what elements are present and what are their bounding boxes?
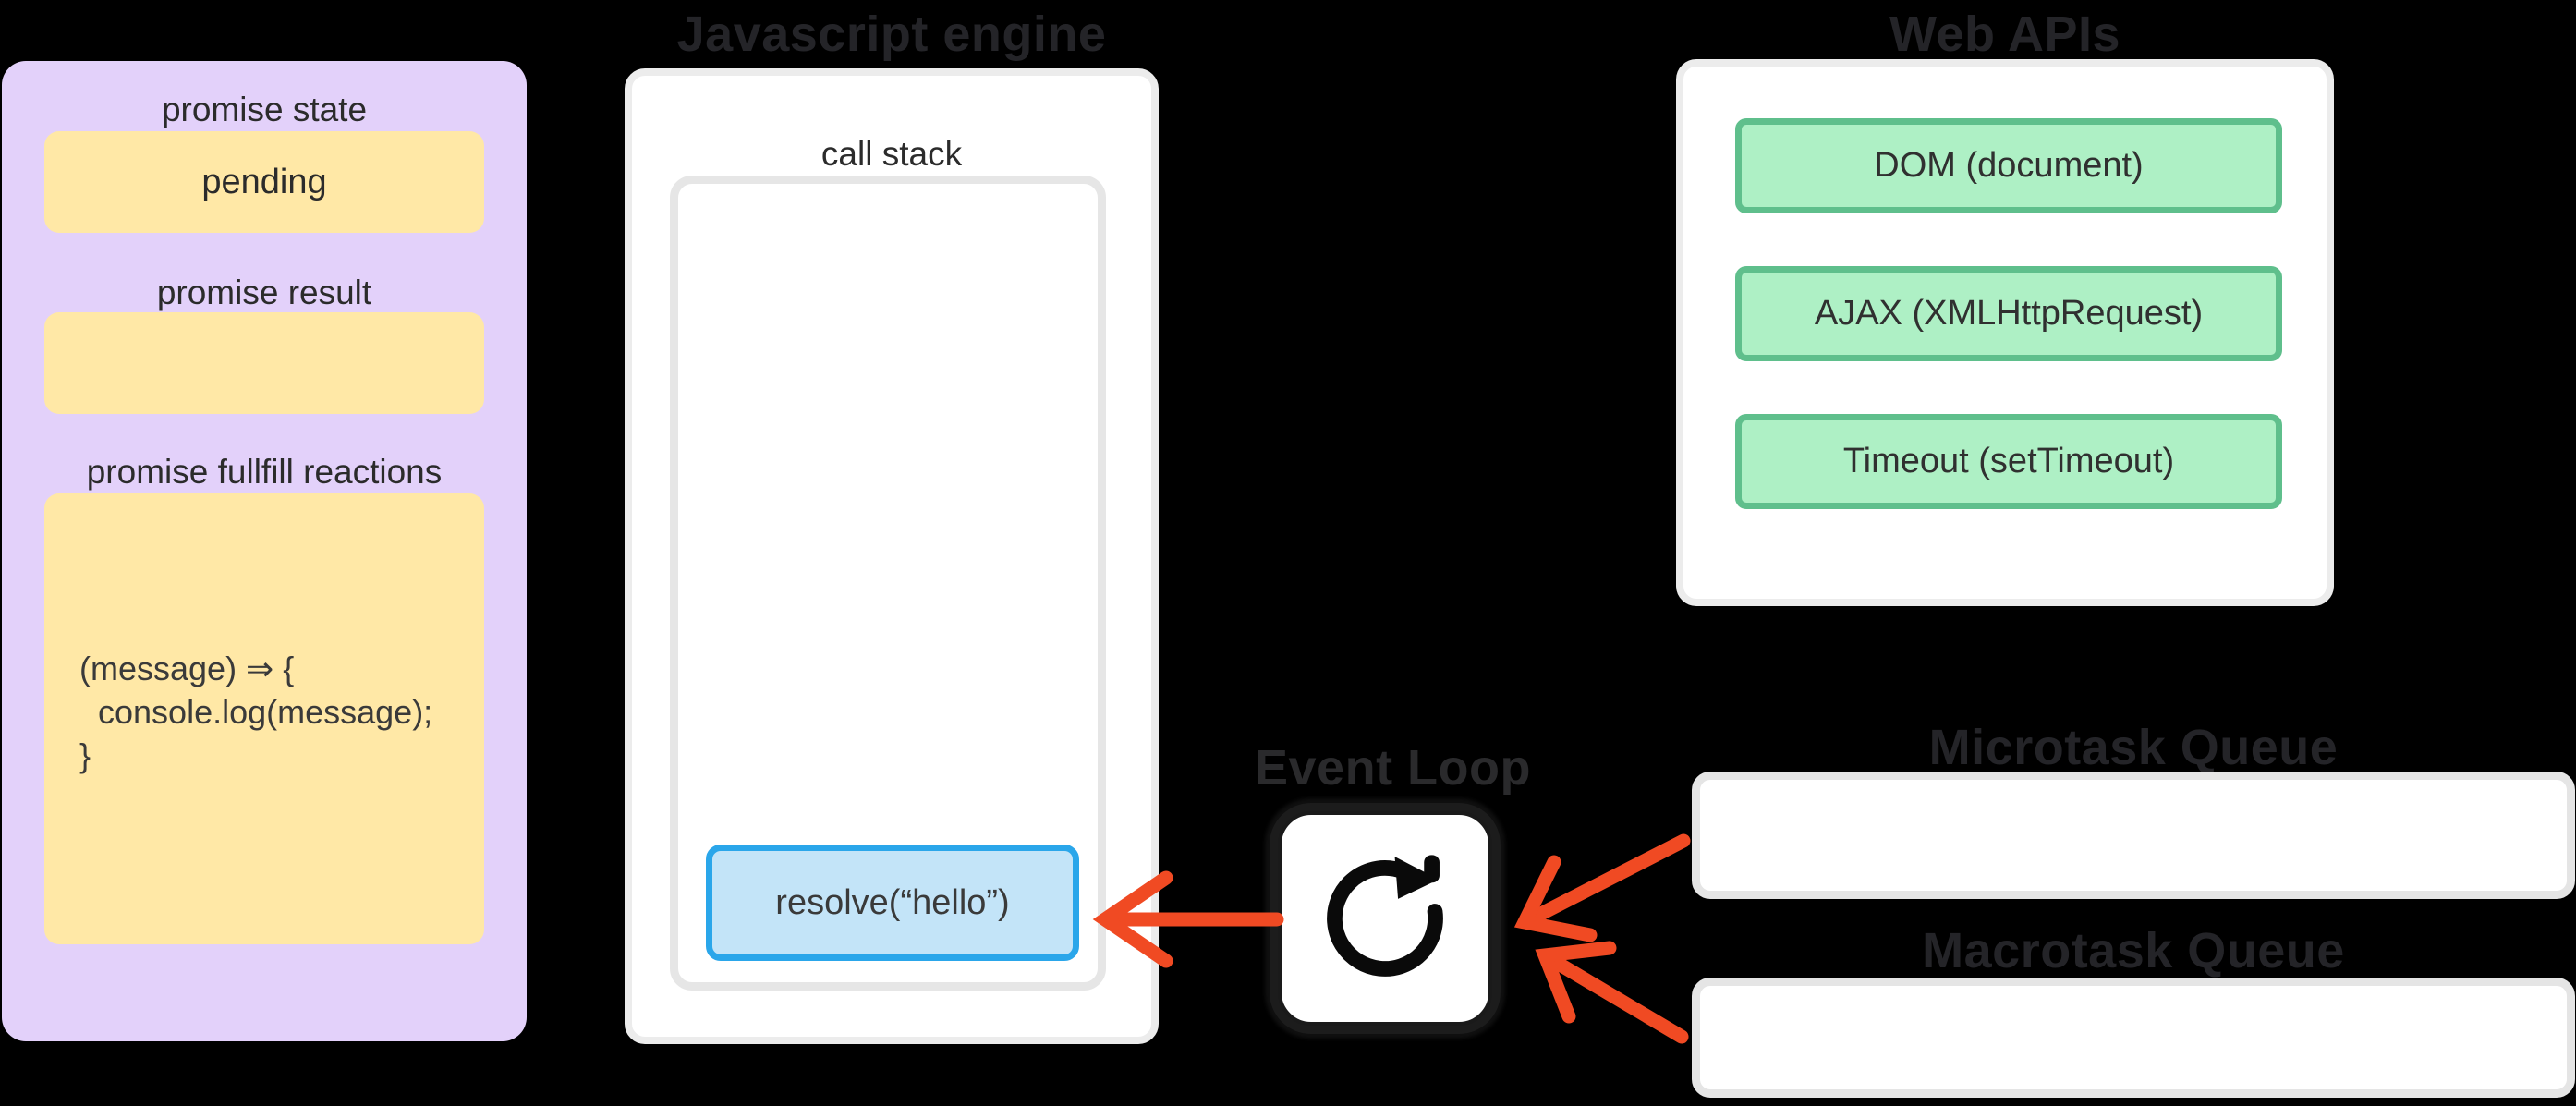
arrow-macrotask-to-eventloop	[1545, 953, 1689, 1044]
promise-reaction-code: (message) ⇒ { console.log(message); }	[79, 650, 433, 774]
stack-frame-resolve: resolve(“hello”)	[706, 845, 1079, 961]
microtask-queue-box	[1692, 772, 2575, 899]
web-api-item-dom: DOM (document)	[1735, 118, 2282, 213]
arrow-microtask-to-eventloop	[1528, 833, 1691, 924]
call-stack-label: call stack	[820, 135, 963, 173]
promise-state-value-box: pending	[44, 131, 484, 233]
rotate-clockwise-icon	[1327, 855, 1443, 977]
promise-state-label: promise state	[161, 91, 368, 128]
macrotask-queue-title: Macrotask Queue	[1922, 923, 2345, 978]
microtask-queue-title: Microtask Queue	[1928, 720, 2339, 775]
promise-state-value: pending	[201, 162, 327, 201]
promise-result-value-box	[44, 312, 484, 414]
event-loop-title: Event Loop	[1255, 740, 1531, 796]
macrotask-queue-box	[1692, 978, 2575, 1098]
promise-result-label: promise result	[156, 273, 372, 311]
promise-panel: promise state pending promise result pro…	[2, 61, 527, 1041]
web-api-item-label: Timeout (setTimeout)	[1842, 442, 2175, 480]
promise-reactions-box: (message) ⇒ { console.log(message); }	[44, 493, 484, 944]
web-apis-title: Web APIs	[1889, 6, 2121, 62]
web-api-item-label: AJAX (XMLHttpRequest)	[1814, 294, 2204, 333]
promise-reactions-label: promise fullfill reactions	[86, 453, 443, 491]
stack-frame-label: resolve(“hello”)	[775, 882, 1010, 922]
web-api-item-label: DOM (document)	[1874, 146, 2144, 185]
web-api-item-ajax: AJAX (XMLHttpRequest)	[1735, 266, 2282, 361]
web-api-item-timeout: Timeout (setTimeout)	[1735, 414, 2282, 509]
js-engine-title: Javascript engine	[676, 6, 1107, 62]
event-loop-box	[1278, 811, 1492, 1026]
